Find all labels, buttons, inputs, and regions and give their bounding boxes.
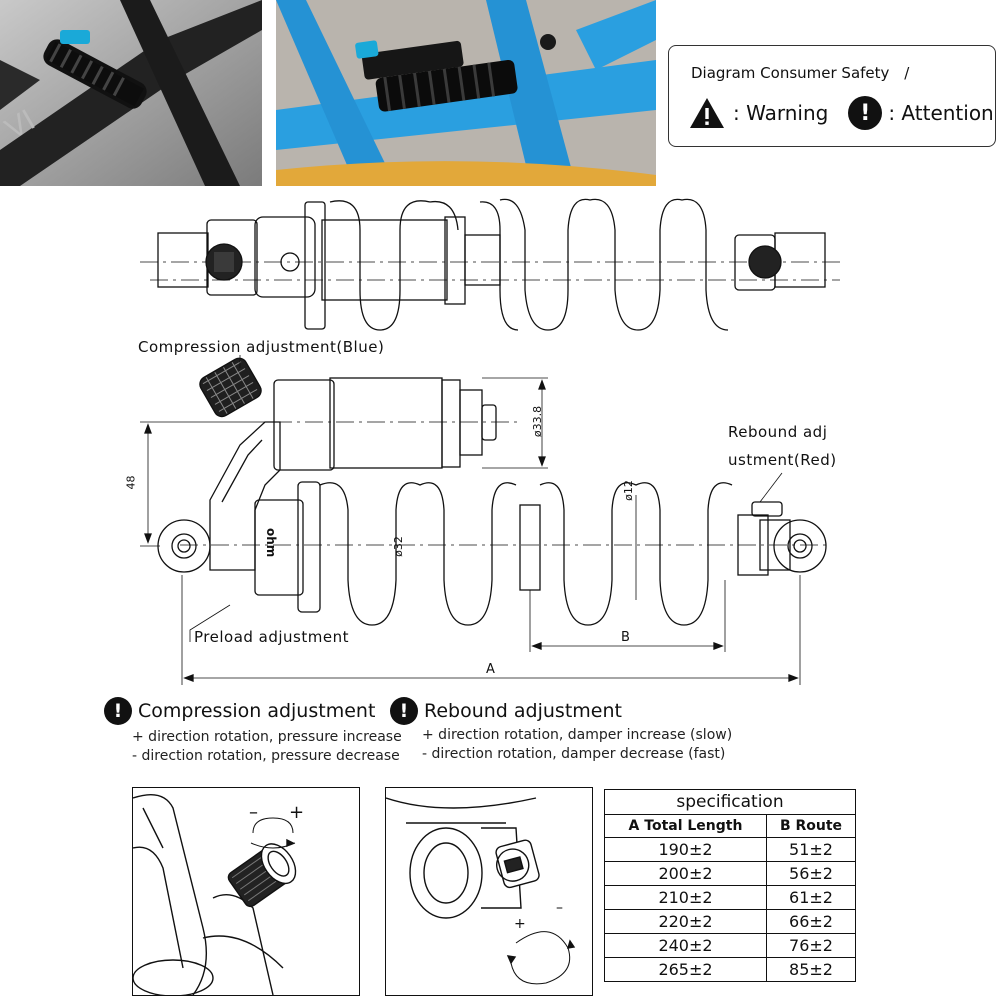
rebound-note-heading: ! Rebound adjustment — [390, 697, 732, 725]
dimension-b-label: B — [621, 630, 630, 645]
safety-title-text: Diagram Consumer Safety — [691, 64, 890, 82]
specification-table: specification A Total Length B Route 190… — [603, 789, 856, 982]
detail-minus-sign: – — [249, 802, 258, 823]
spec-cell-b: 56±2 — [766, 861, 856, 886]
dimension-32-label: ø32 — [391, 536, 405, 557]
table-row: 210±2 61±2 — [603, 885, 856, 910]
spec-cell-a: 265±2 — [603, 957, 768, 982]
spec-cell-b: 51±2 — [766, 837, 856, 862]
warning-label: : Warning — [733, 101, 829, 125]
rebound-note-line-1: + direction rotation, damper increase (s… — [422, 727, 733, 743]
compression-note: ! Compression adjustment + direction rot… — [104, 697, 402, 766]
safety-slash: / — [904, 64, 910, 82]
spec-cell-a: 240±2 — [603, 933, 768, 958]
photo-blue-frame — [276, 0, 656, 186]
dimension-48-label: 48 — [124, 475, 138, 490]
spec-cell-a: 200±2 — [603, 861, 768, 886]
detail-minus-sign: – — [556, 900, 563, 916]
rebound-note-line-2: - direction rotation, damper decrease (f… — [422, 746, 726, 762]
table-row: 200±2 56±2 — [603, 861, 856, 886]
spec-col-a-header: A Total Length — [603, 814, 768, 838]
dimension-a-label: A — [486, 662, 495, 677]
compression-note-title: Compression adjustment — [138, 700, 376, 722]
dimension-33-8-label: ø33.8 — [531, 405, 545, 438]
preload-adjustment-label: Preload adjustment — [194, 628, 349, 646]
dimension-12-label: ø12 — [621, 480, 635, 501]
detail-plus-sign: + — [514, 916, 526, 932]
spec-cell-b: 85±2 — [766, 957, 856, 982]
spec-cell-a: 210±2 — [603, 885, 768, 910]
spec-cell-a: 190±2 — [603, 837, 768, 862]
rebound-adjustment-label-2: ustment(Red) — [728, 451, 837, 469]
attention-icon: ! — [104, 697, 132, 725]
table-row: 240±2 76±2 — [603, 933, 856, 958]
safety-legend: Diagram Consumer Safety / : Warning ! : … — [668, 45, 996, 147]
attention-label: : Attention — [888, 101, 994, 125]
spec-col-b-header: B Route — [766, 814, 856, 838]
spec-cell-b: 61±2 — [766, 885, 856, 910]
spec-title: specification — [604, 789, 856, 815]
compression-knob-detail: – + — [132, 787, 360, 996]
warning-icon — [690, 98, 724, 128]
shock-technical-drawing: ohm — [140, 198, 840, 685]
attention-icon: ! — [390, 697, 418, 725]
compression-note-line-1: + direction rotation, pressure increase — [132, 729, 402, 745]
table-row: 265±2 85±2 — [603, 957, 856, 982]
detail-plus-sign: + — [289, 802, 305, 823]
rebound-adjustment-label-1: Rebound adj — [728, 423, 828, 441]
table-row: 220±2 66±2 — [603, 909, 856, 934]
attention-icon: ! — [848, 96, 883, 130]
table-row: 190±2 51±2 — [603, 837, 856, 862]
compression-note-heading: ! Compression adjustment — [104, 697, 402, 725]
safety-row: : Warning ! : Attention — [689, 96, 994, 130]
rebound-knob-detail: + – — [385, 787, 593, 996]
photo-dark-frame: VI — [0, 0, 262, 186]
spec-cell-a: 220±2 — [603, 909, 768, 934]
rebound-note: ! Rebound adjustment + direction rotatio… — [390, 697, 732, 764]
body-logo: ohm — [264, 528, 278, 557]
rebound-note-title: Rebound adjustment — [424, 700, 622, 722]
compression-adjustment-label: Compression adjustment(Blue) — [138, 338, 385, 356]
spec-cell-b: 76±2 — [766, 933, 856, 958]
compression-note-line-2: - direction rotation, pressure decrease — [132, 748, 400, 764]
safety-title: Diagram Consumer Safety / — [691, 64, 909, 82]
spec-cell-b: 66±2 — [766, 909, 856, 934]
